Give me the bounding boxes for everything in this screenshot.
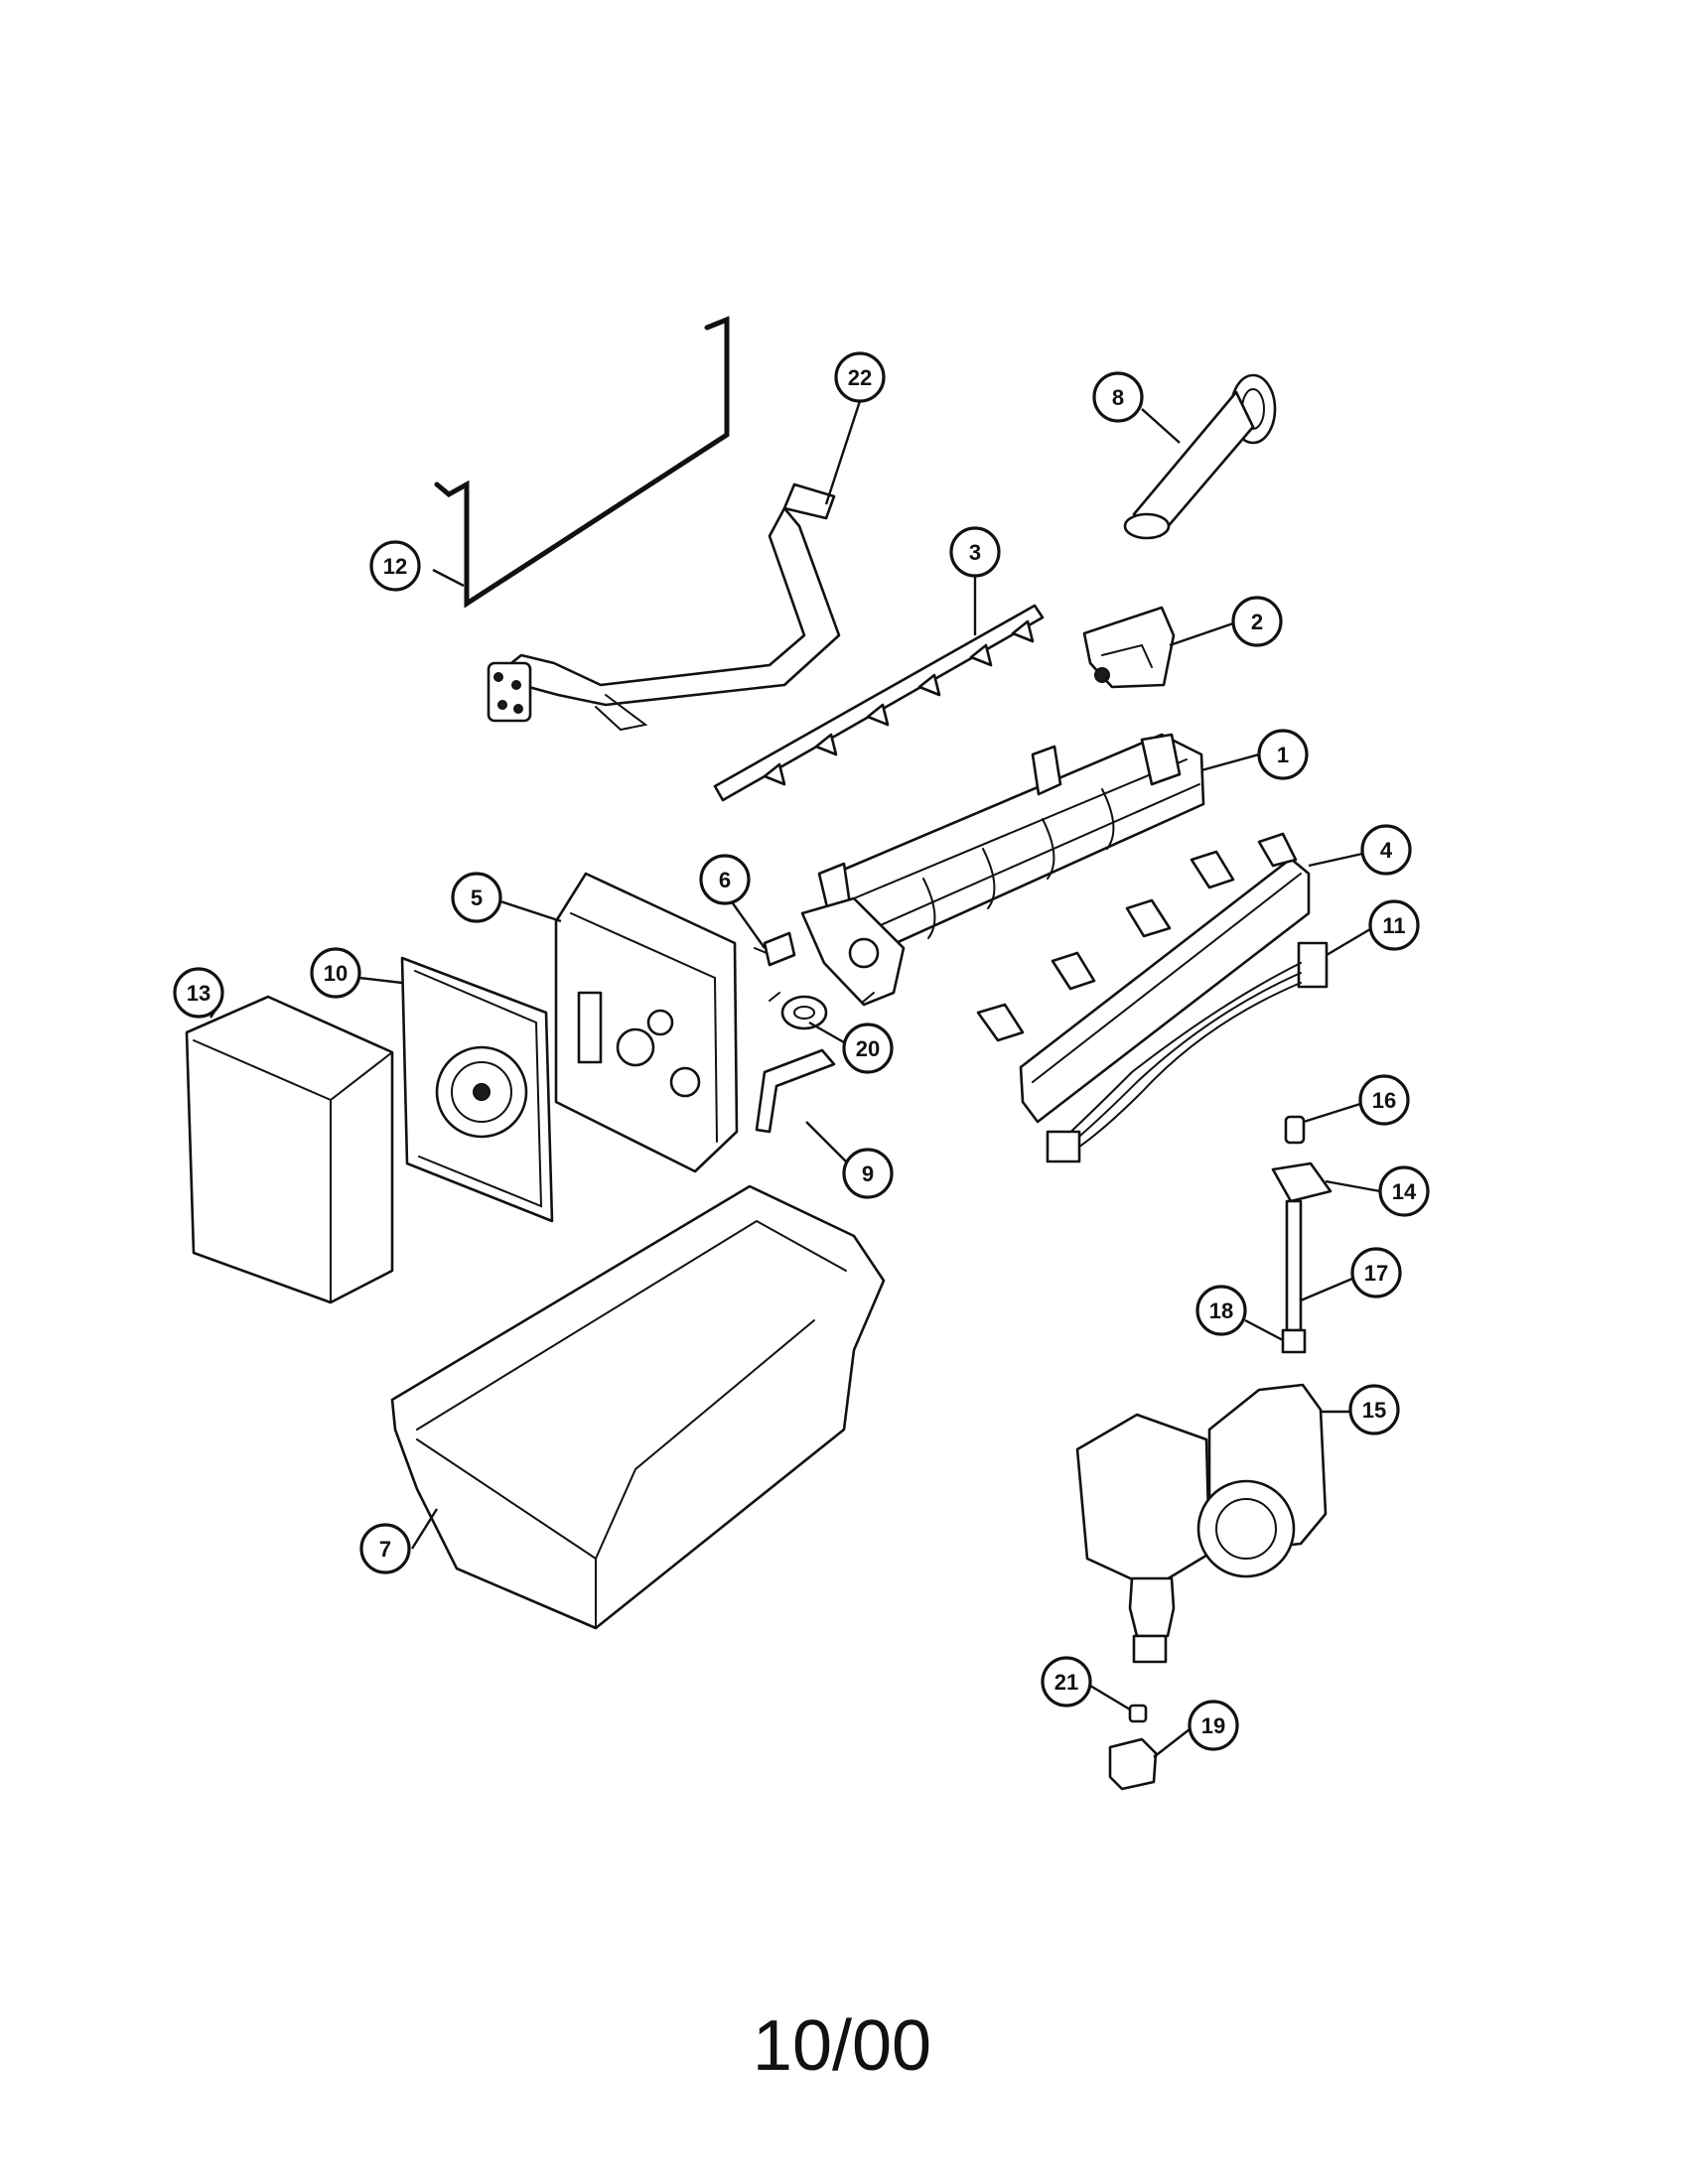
callout-8: 8 <box>1092 371 1144 423</box>
part-12-shutoff-arm <box>434 316 730 609</box>
part-14-clamp <box>1271 1161 1333 1203</box>
callout-label: 1 <box>1277 743 1289 767</box>
callout-12: 12 <box>369 540 421 592</box>
callout-label: 8 <box>1112 385 1124 410</box>
callout-19: 19 <box>1188 1700 1239 1751</box>
callout-9: 9 <box>842 1148 894 1199</box>
part-18-fitting <box>1281 1328 1307 1354</box>
callout-14: 14 <box>1378 1165 1430 1217</box>
part-16-nut <box>1284 1115 1306 1145</box>
callout-16: 16 <box>1358 1074 1410 1126</box>
callout-15: 15 <box>1348 1384 1400 1435</box>
callout-label: 17 <box>1364 1261 1388 1286</box>
callout-label: 7 <box>379 1537 391 1562</box>
part-13-cover <box>185 995 394 1304</box>
part-8-fill-tube <box>1123 373 1277 540</box>
callout-label: 22 <box>848 365 872 390</box>
callout-label: 21 <box>1054 1670 1078 1695</box>
callout-4: 4 <box>1360 824 1412 876</box>
callout-label: 5 <box>471 886 483 910</box>
part-9-bracket <box>755 1048 836 1134</box>
part-15-water-valve <box>1075 1383 1328 1664</box>
callout-label: 10 <box>324 961 348 986</box>
callout-10: 10 <box>310 947 361 999</box>
callout-label: 3 <box>969 540 981 565</box>
callout-label: 4 <box>1380 838 1393 863</box>
callout-label: 2 <box>1251 610 1263 634</box>
part-6-clip <box>754 931 796 967</box>
part-22-wire-harness <box>487 482 841 732</box>
callout-label: 19 <box>1201 1713 1225 1738</box>
callout-22: 22 <box>834 351 886 403</box>
callout-6: 6 <box>699 854 751 905</box>
part-11-wiring-harness <box>1046 941 1329 1163</box>
part-3-ejector <box>713 604 1045 802</box>
callout-2: 2 <box>1231 596 1283 647</box>
footer-date: 10/00 <box>752 2006 932 2086</box>
callout-13: 13 <box>173 967 224 1019</box>
callout-11: 11 <box>1368 899 1420 951</box>
callout-label: 16 <box>1372 1088 1396 1113</box>
part-5-module <box>554 872 739 1173</box>
callout-18: 18 <box>1195 1285 1247 1336</box>
callout-5: 5 <box>451 872 502 923</box>
callout-label: 14 <box>1392 1179 1417 1204</box>
part-20-thermostat <box>769 992 875 1030</box>
part-21-washer <box>1128 1704 1148 1723</box>
part-17-tube <box>1285 1199 1303 1332</box>
part-19-nut <box>1108 1737 1158 1791</box>
callout-20: 20 <box>842 1023 894 1074</box>
callout-label: 11 <box>1382 913 1405 938</box>
callout-3: 3 <box>949 526 1001 578</box>
callout-label: 12 <box>383 554 407 579</box>
part-7-ice-bin <box>390 1184 886 1630</box>
callout-label: 9 <box>862 1161 874 1186</box>
callout-7: 7 <box>359 1523 411 1574</box>
callout-21: 21 <box>1041 1656 1092 1707</box>
callout-17: 17 <box>1350 1247 1402 1298</box>
part-2-bearing <box>1082 606 1176 689</box>
part-4-stripper <box>976 832 1311 1124</box>
callout-label: 15 <box>1362 1398 1386 1423</box>
callout-label: 13 <box>187 981 210 1006</box>
callout-label: 20 <box>856 1036 880 1061</box>
callout-label: 18 <box>1209 1298 1233 1323</box>
part-10-motor-plate <box>400 956 554 1223</box>
part-1-mold <box>800 733 1205 1007</box>
callout-1: 1 <box>1257 729 1309 780</box>
callout-label: 6 <box>719 868 731 892</box>
